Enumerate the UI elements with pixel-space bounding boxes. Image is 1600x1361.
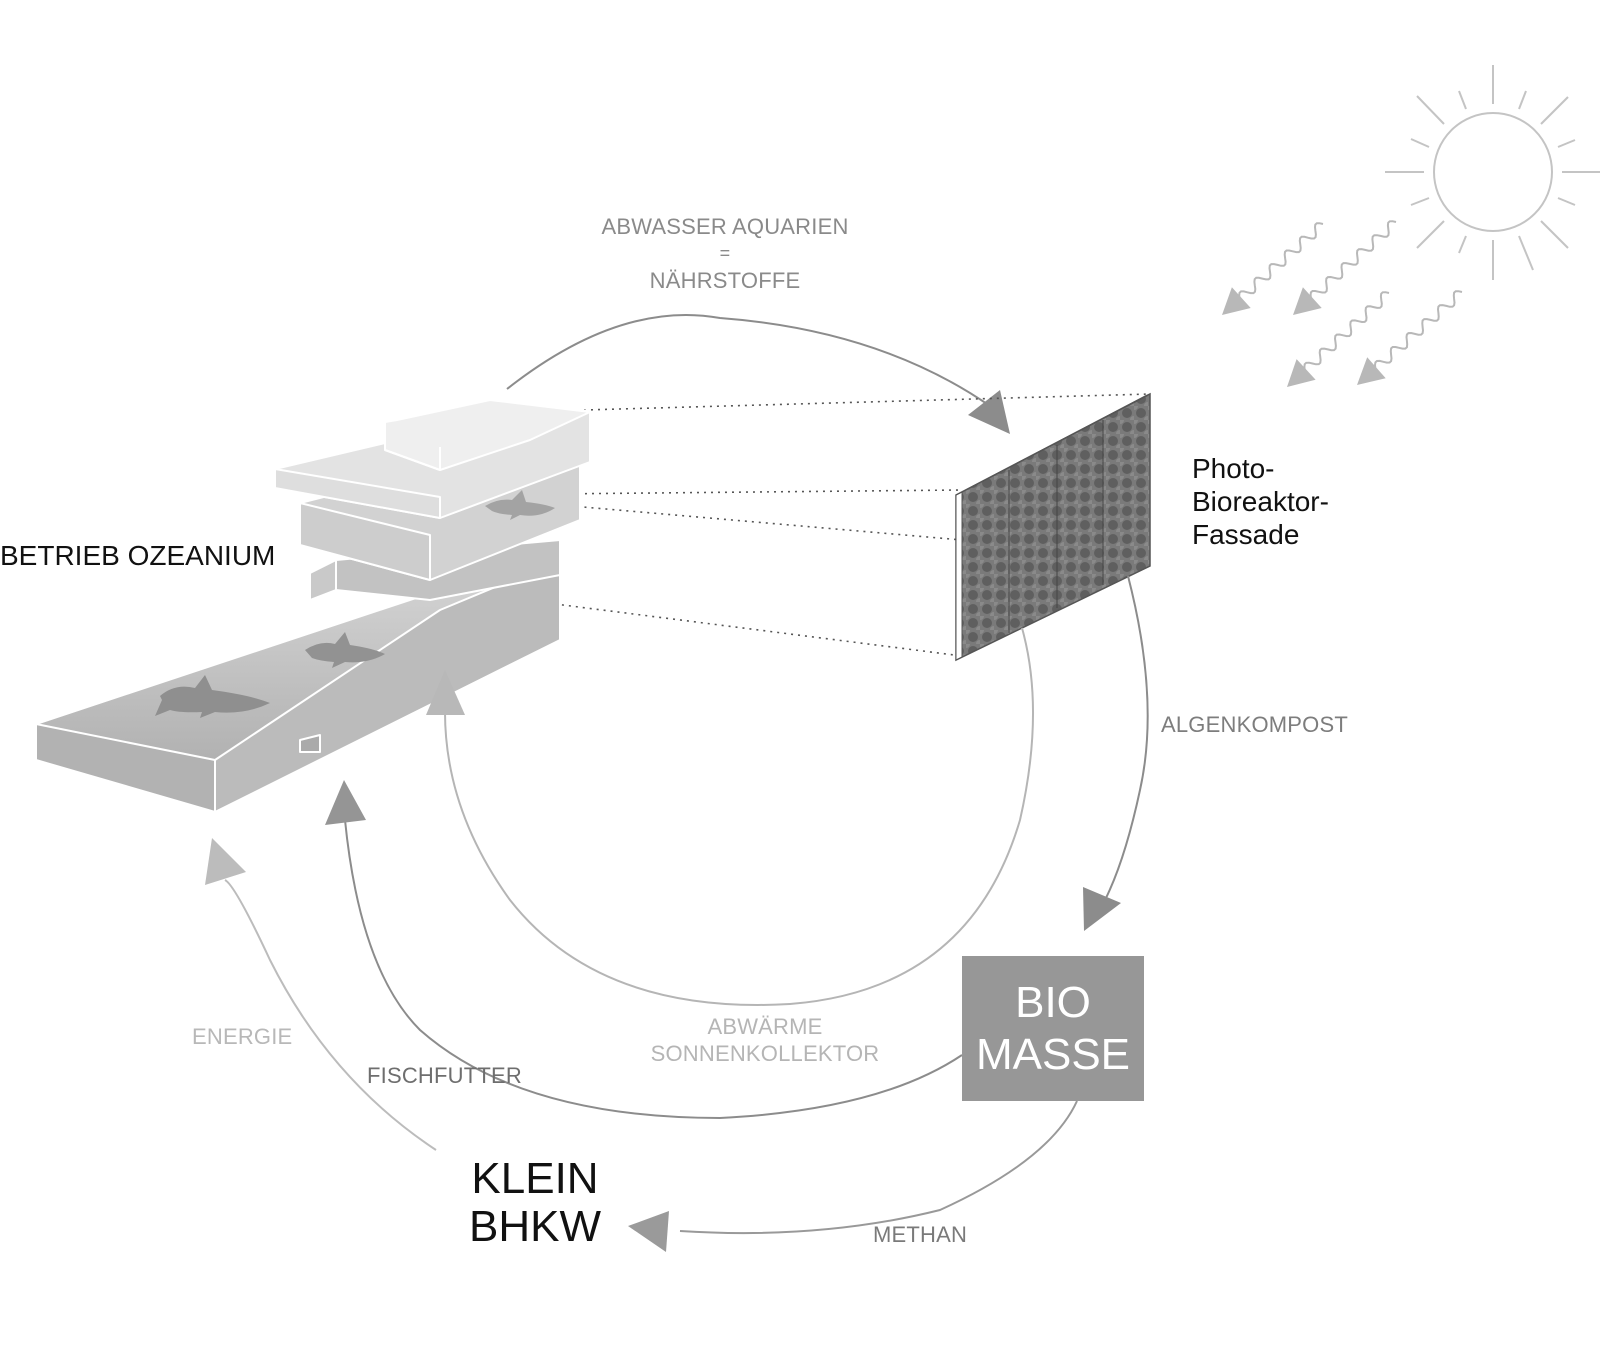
ozeanium-building — [35, 399, 591, 813]
shark-icon — [305, 632, 385, 668]
arrowhead-icon — [1083, 887, 1121, 931]
bioreactor-facade — [955, 392, 1151, 662]
methan-arrow — [628, 1100, 1078, 1252]
ozeanium-label: BETRIEB OZEANIUM — [0, 540, 276, 571]
algenkompost-label: ALGENKOMPOST — [1161, 712, 1348, 737]
arrowhead-icon — [968, 390, 1010, 434]
arrowhead-icon — [1357, 357, 1386, 385]
algenkompost-arrow — [1083, 575, 1149, 931]
projection-lines — [429, 393, 1151, 657]
arrowhead-icon — [1222, 287, 1251, 315]
arrowhead-icon — [628, 1211, 669, 1252]
biomasse-node: BIO MASSE — [962, 956, 1144, 1101]
arrowhead-icon — [205, 838, 246, 885]
sun-icon — [1385, 65, 1600, 280]
arrowhead-icon — [426, 670, 465, 715]
abwaerme-arrow — [426, 627, 1034, 1006]
abwaerme-label: ABWÄRME SONNENKOLLEKTOR — [650, 1014, 880, 1066]
facade-label: Photo- Bioreaktor- Fassade — [1192, 453, 1329, 550]
energie-arrow — [205, 838, 437, 1151]
arrowhead-icon — [1287, 359, 1316, 387]
fischfutter-label: FISCHFUTTER — [367, 1063, 522, 1088]
arrowhead-icon — [325, 780, 366, 825]
fischfutter-arrow — [325, 780, 963, 1120]
wavy-arrow-icon — [1366, 290, 1463, 377]
wavy-arrow-icon — [1296, 291, 1390, 379]
methan-label: METHAN — [873, 1222, 968, 1247]
abwasser-arrow — [506, 314, 1010, 434]
shark-icon — [155, 675, 270, 718]
abwasser-label: ABWASSER AQUARIEN = NÄHRSTOFFE — [601, 214, 849, 293]
wavy-arrow-icon — [1302, 220, 1397, 307]
wavy-arrow-icon — [1231, 222, 1324, 307]
sunlight-arrows — [1222, 220, 1463, 387]
shark-icon — [485, 490, 555, 520]
arrowhead-icon — [1293, 287, 1322, 315]
bhkw-label: KLEIN BHKW — [469, 1154, 601, 1251]
energie-label: ENERGIE — [192, 1024, 293, 1049]
